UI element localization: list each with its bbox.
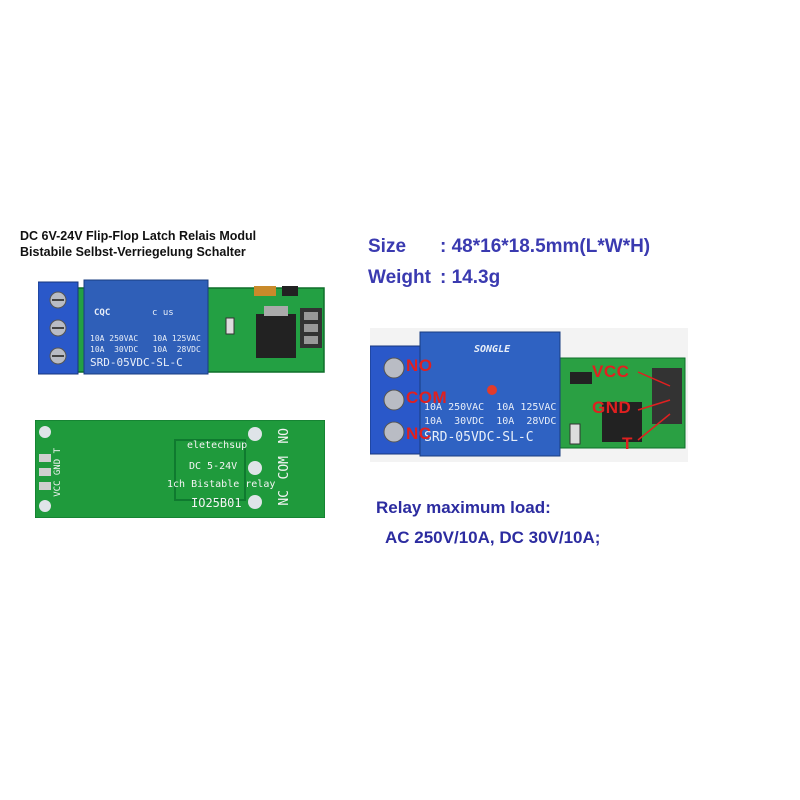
bottom-view-board-graphic bbox=[34, 419, 326, 519]
top-view-board-graphic bbox=[37, 279, 325, 375]
pin-pointer-lines bbox=[637, 371, 671, 441]
relay-brand: SONGLE bbox=[474, 344, 511, 355]
top-relay-rating-1: 10A 250VAC 10A 125VAC bbox=[90, 334, 201, 343]
size-value: : 48*16*18.5mm(L*W*H) bbox=[440, 236, 651, 257]
bottom-nc-label: NC bbox=[277, 490, 292, 506]
pin-label-t: T bbox=[622, 434, 633, 453]
top-relay-model: SRD-05VDC-SL-C bbox=[90, 356, 183, 369]
top-relay-cert: CQC bbox=[94, 308, 111, 318]
pin-label-com: COM bbox=[406, 388, 448, 407]
top-relay-cus: c us bbox=[152, 308, 174, 318]
pin-label-gnd: GND bbox=[592, 398, 632, 417]
relay-rating-2: 10A 30VDC 10A 28VDC bbox=[424, 416, 557, 427]
top-view-board: CQC c us 10A 250VAC 10A 125VAC 10A 30VDC… bbox=[37, 278, 326, 376]
bottom-no-label: NO bbox=[277, 428, 292, 444]
module-photo: SONGLE 10A 250VAC 10A 125VAC 10A 30VDC 1… bbox=[369, 328, 688, 462]
bottom-voltage: DC 5-24V bbox=[189, 461, 238, 472]
relay-rating-1: 10A 250VAC 10A 125VAC bbox=[424, 402, 557, 413]
bottom-code: IO25B01 bbox=[191, 496, 242, 510]
pin-label-nc: NC bbox=[406, 424, 432, 443]
module-photo-graphic bbox=[369, 331, 686, 457]
weight-label: Weight bbox=[368, 267, 431, 288]
load-title: Relay maximum load: bbox=[376, 498, 551, 517]
load-value: AC 250V/10A, DC 30V/10A; bbox=[385, 528, 601, 547]
top-relay-rating-2: 10A 30VDC 10A 28VDC bbox=[90, 345, 201, 354]
bottom-vendor: eletechsup bbox=[187, 440, 248, 451]
product-title-line1: DC 6V-24V Flip-Flop Latch Relais Modul bbox=[20, 229, 257, 243]
bottom-pins-left-label: VCC GND T bbox=[53, 448, 63, 497]
bottom-com-label: COM bbox=[277, 456, 292, 480]
weight-value: : 14.3g bbox=[440, 267, 501, 288]
product-title-line2: Bistabile Selbst-Verriegelung Schalter bbox=[20, 245, 246, 259]
bottom-name: 1ch Bistable relay bbox=[167, 479, 276, 490]
relay-model: SRD-05VDC-SL-C bbox=[424, 430, 534, 445]
pin-label-no: NO bbox=[406, 356, 433, 375]
size-label: Size bbox=[368, 236, 407, 257]
bottom-view-board: VCC GND T eletechsup DC 5-24V 1ch Bistab… bbox=[34, 419, 326, 519]
pin-label-vcc: VCC bbox=[592, 362, 630, 381]
